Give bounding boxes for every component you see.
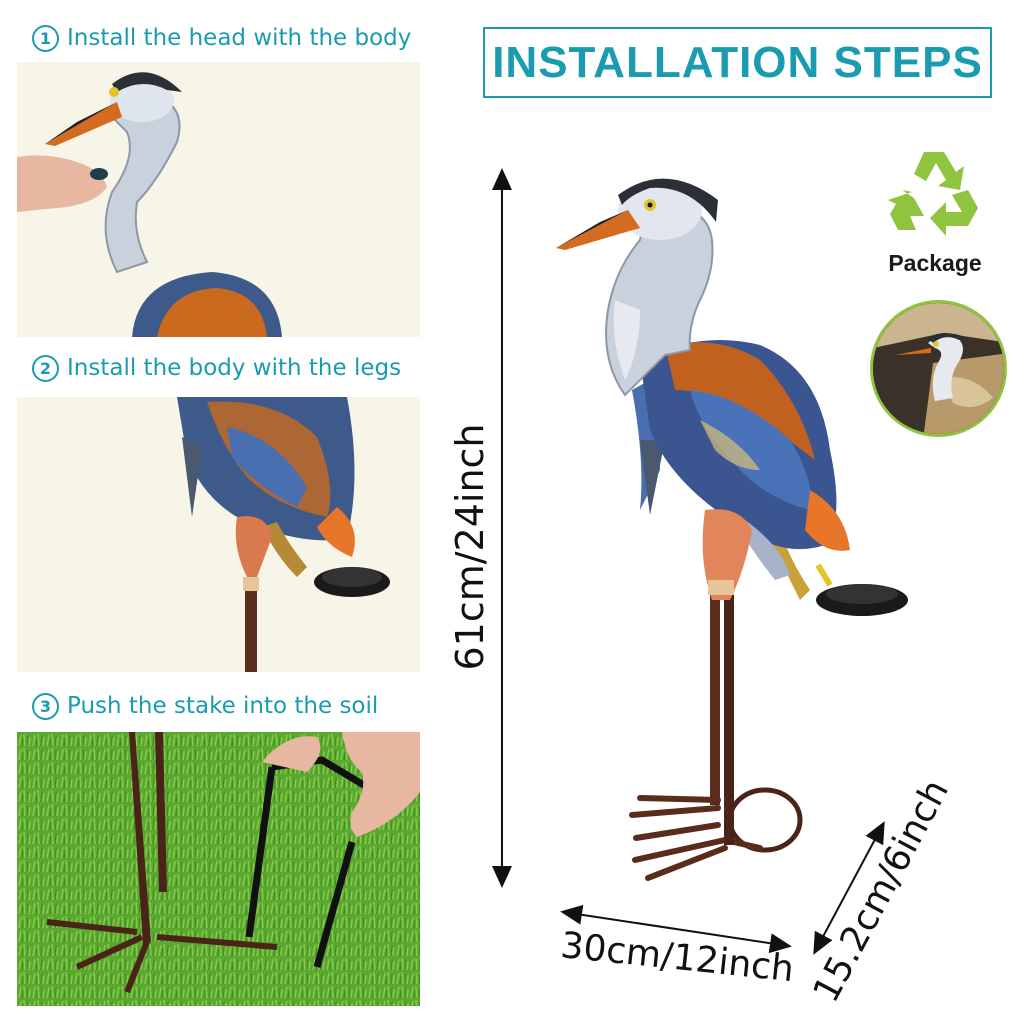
step-2-number: 2 <box>32 354 59 382</box>
step-3-text: Push the stake into the soil <box>67 693 379 719</box>
width-arrow <box>560 904 792 954</box>
package-photo <box>870 300 1007 437</box>
depth-arrow <box>813 821 885 955</box>
step-1-number: 1 <box>32 24 59 52</box>
page-title-text: INSTALLATION STEPS <box>492 37 983 87</box>
step-3-label: 3 Push the stake into the soil <box>32 691 378 721</box>
step-3-photo <box>17 732 420 1006</box>
step-1-label: 1 Install the head with the body <box>32 23 411 53</box>
step-2-text: Install the body with the legs <box>67 355 402 381</box>
height-dimension-text: 61cm/24inch <box>448 423 492 671</box>
page-title: INSTALLATION STEPS <box>483 27 992 98</box>
step-2-photo <box>17 397 420 672</box>
step-3-number: 3 <box>32 692 59 720</box>
recycle-icon <box>888 152 978 236</box>
step-1-photo <box>17 62 420 337</box>
package-label: Package <box>888 250 982 276</box>
step-2-label: 2 Install the body with the legs <box>32 353 401 383</box>
step-1-text: Install the head with the body <box>67 25 412 51</box>
